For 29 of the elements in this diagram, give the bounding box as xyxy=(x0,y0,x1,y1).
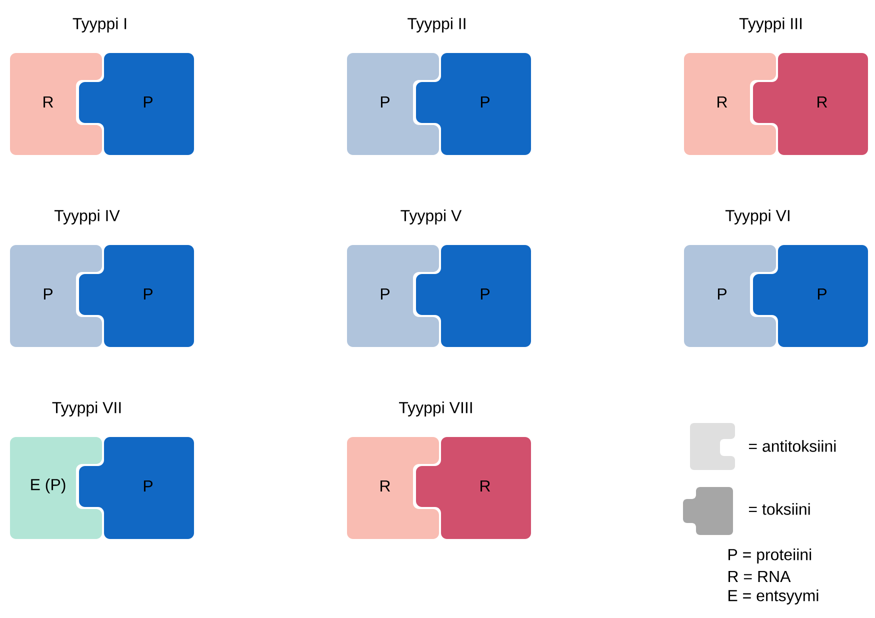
type-heading: Tyyppi VII xyxy=(52,402,121,416)
legend-text: = antitoksiini xyxy=(748,440,836,452)
antitoxin-block: R xyxy=(347,436,439,539)
type-heading: Tyyppi V xyxy=(400,210,462,224)
type-heading: Tyyppi II xyxy=(408,18,466,32)
toxin-block: P xyxy=(416,245,531,347)
toxin-block: R xyxy=(753,53,868,155)
toxin-block: P xyxy=(753,245,868,347)
key-text: R = RNA xyxy=(728,570,791,582)
antitoxin-block: P xyxy=(684,245,776,347)
toxin-block: P xyxy=(79,245,194,347)
type-heading: Tyyppi VI xyxy=(725,210,790,224)
key-text: E = entsyymi xyxy=(728,590,818,604)
toxin-block: P xyxy=(79,436,194,539)
key-text: P = proteiini xyxy=(728,548,812,564)
antitoxin-block: R xyxy=(10,53,102,155)
antitoxin-block: P xyxy=(10,245,102,347)
toxin-block: R xyxy=(416,436,531,539)
antitoxin-block: R xyxy=(684,53,776,155)
toxin-block: P xyxy=(79,53,194,155)
antitoxin-block: E (P) xyxy=(10,436,102,539)
type-heading: Tyyppi I xyxy=(72,18,126,32)
type-heading: Tyyppi IV xyxy=(54,210,120,224)
legend-text: = toksiini xyxy=(748,503,810,515)
antitoxin-block: P xyxy=(347,245,439,347)
antitoxin-block: P xyxy=(347,53,439,155)
type-heading: Tyyppi VIII xyxy=(399,402,472,416)
toxin-block: P xyxy=(416,53,531,155)
type-heading: Tyyppi III xyxy=(739,18,802,32)
